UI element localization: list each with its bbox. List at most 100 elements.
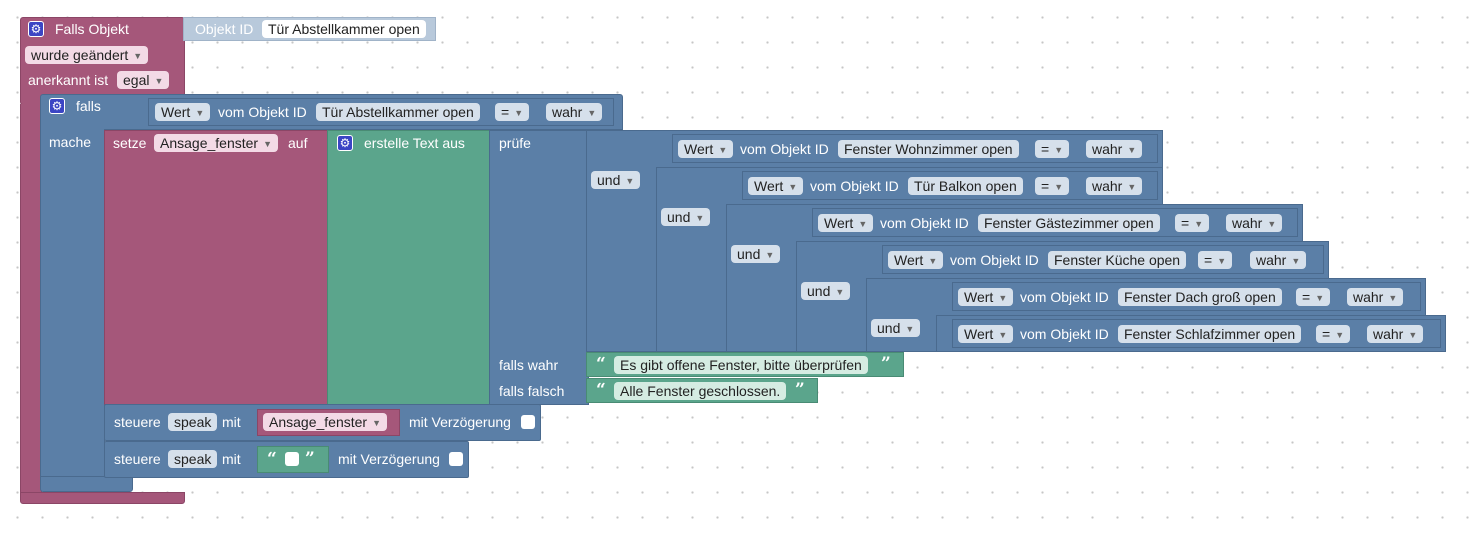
quote-open-icon: “ [267,449,277,469]
trigger-mode-dropdown[interactable]: wurde geändert▼ [25,46,149,64]
cond-6-op-dropdown[interactable]: =▼ [1316,325,1351,343]
speak2-delay-checkbox[interactable] [449,452,463,466]
cond-4-op-dropdown[interactable]: =▼ [1198,251,1233,269]
create-text-gear-icon[interactable]: ⚙ [337,135,353,151]
cond-3-object[interactable]: Fenster Gästezimmer open [978,214,1160,232]
speak2-target[interactable]: speak [168,450,218,468]
dropdown-arrow-icon: ▼ [587,108,597,118]
cond-3-op-dropdown[interactable]: =▼ [1175,214,1210,232]
and-dropdown-5[interactable]: und▼ [871,319,921,337]
pruefe-label: prüfe [499,135,531,151]
cond-1-object[interactable]: Fenster Wohnzimmer open [838,140,1019,158]
cond-6-object[interactable]: Fenster Schlafzimmer open [1118,325,1302,343]
and-dropdown-2[interactable]: und▼ [661,208,711,226]
speak2-steuere-label: steuere [114,451,161,467]
if-cond-object[interactable]: Tür Abstellkammer open [316,103,480,121]
speak1-steuere-label: steuere [114,414,161,430]
cond-4-vom-label: vom Objekt ID [950,252,1039,268]
speak2-mit-label: mit [222,451,241,467]
create-text-block[interactable] [327,130,490,405]
speak1-delay-checkbox[interactable] [521,415,535,429]
and-dropdown-1[interactable]: und▼ [591,171,641,189]
dropdown-arrow-icon: ▼ [835,287,845,297]
cond-2-object[interactable]: Tür Balkon open [908,177,1023,195]
falls-label: falls [76,98,101,114]
dropdown-arrow-icon: ▼ [1054,182,1064,192]
quote-open-icon: “ [596,380,606,400]
trigger-gear-icon[interactable]: ⚙ [28,21,44,37]
dropdown-arrow-icon: ▼ [1267,219,1277,229]
cond-5-value-dropdown[interactable]: wahr▼ [1347,288,1404,306]
false-text-value[interactable]: Alle Fenster geschlossen. [614,382,787,400]
cond-3-vom-label: vom Objekt ID [880,215,969,231]
cond-2-vom-label: vom Objekt ID [810,178,899,194]
cond-4-object[interactable]: Fenster Küche open [1048,251,1187,269]
dropdown-arrow-icon: ▼ [928,256,938,266]
dropdown-arrow-icon: ▼ [718,145,728,155]
ternary-block[interactable] [489,130,589,405]
cond-2-field-dropdown[interactable]: Wert▼ [748,177,804,195]
speak1-target[interactable]: speak [168,413,218,431]
cond-1-vom-label: vom Objekt ID [740,141,829,157]
speak1-mit-label: mit [222,414,241,430]
quote-close-icon: ” [305,449,315,469]
quote-close-icon: ” [881,354,891,374]
cond-1-value-dropdown[interactable]: wahr▼ [1086,140,1143,158]
objekt-id-label: Objekt ID [195,21,254,37]
speak1-variable-dropdown[interactable]: Ansage_fenster▼ [263,413,387,431]
dropdown-arrow-icon: ▼ [1217,256,1227,266]
dropdown-arrow-icon: ▼ [998,293,1008,303]
trigger-block-left-arm [20,104,42,495]
dropdown-arrow-icon: ▼ [788,182,798,192]
speak2-empty-text-field[interactable] [285,452,299,466]
cond-1-field-dropdown[interactable]: Wert▼ [678,140,734,158]
anerkannt-dropdown[interactable]: egal▼ [117,71,170,89]
falls-wahr-label: falls wahr [499,357,559,373]
dropdown-arrow-icon: ▼ [133,51,143,61]
cond-3-value-dropdown[interactable]: wahr▼ [1226,214,1283,232]
trigger-block-bottom [20,492,185,504]
true-text-value[interactable]: Es gibt offene Fenster, bitte überprüfen [614,356,868,374]
dropdown-arrow-icon: ▼ [1127,182,1137,192]
if-cond-op-dropdown[interactable]: =▼ [495,103,530,121]
cond-5-op-dropdown[interactable]: =▼ [1296,288,1331,306]
cond-6-field-dropdown[interactable]: Wert▼ [958,325,1014,343]
and-dropdown-3[interactable]: und▼ [731,245,781,263]
cond-2-value-dropdown[interactable]: wahr▼ [1086,177,1143,195]
falls-falsch-label: falls falsch [499,383,565,399]
set-variable-dropdown[interactable]: Ansage_fenster▼ [154,134,278,152]
cond-4-field-dropdown[interactable]: Wert▼ [888,251,944,269]
dropdown-arrow-icon: ▼ [1388,293,1398,303]
if-cond-field-dropdown[interactable]: Wert▼ [155,103,211,121]
cond-5-object[interactable]: Fenster Dach groß open [1118,288,1282,306]
objekt-id-value[interactable]: Tür Abstellkammer open [262,20,426,38]
if-block-bottom [40,476,133,492]
speak2-delay-label: mit Verzögerung [338,451,440,467]
create-text-label: erstelle Text aus [364,135,465,151]
cond-6-value-dropdown[interactable]: wahr▼ [1367,325,1424,343]
dropdown-arrow-icon: ▼ [1054,145,1064,155]
cond-3-field-dropdown[interactable]: Wert▼ [818,214,874,232]
cond-1-op-dropdown[interactable]: =▼ [1035,140,1070,158]
if-block-left-arm [40,129,105,479]
setze-label: setze [113,135,147,151]
dropdown-arrow-icon: ▼ [858,219,868,229]
speak1-delay-label: mit Verzögerung [409,414,511,430]
dropdown-arrow-icon: ▼ [998,330,1008,340]
if-gear-icon[interactable]: ⚙ [49,98,65,114]
dropdown-arrow-icon: ▼ [1291,256,1301,266]
and-dropdown-4[interactable]: und▼ [801,282,851,300]
quote-close-icon: ” [795,380,805,400]
cond-5-field-dropdown[interactable]: Wert▼ [958,288,1014,306]
if-cond-vom-label: vom Objekt ID [218,104,307,120]
if-cond-value-dropdown[interactable]: wahr▼ [546,103,603,121]
dropdown-arrow-icon: ▼ [195,108,205,118]
cond-4-value-dropdown[interactable]: wahr▼ [1250,251,1307,269]
set-variable-block[interactable] [104,130,328,405]
condition-block-3[interactable] [812,208,1298,237]
dropdown-arrow-icon: ▼ [1194,219,1204,229]
dropdown-arrow-icon: ▼ [372,418,381,428]
anerkannt-label: anerkannt ist [28,72,109,88]
cond-2-op-dropdown[interactable]: =▼ [1035,177,1070,195]
dropdown-arrow-icon: ▼ [1127,145,1137,155]
